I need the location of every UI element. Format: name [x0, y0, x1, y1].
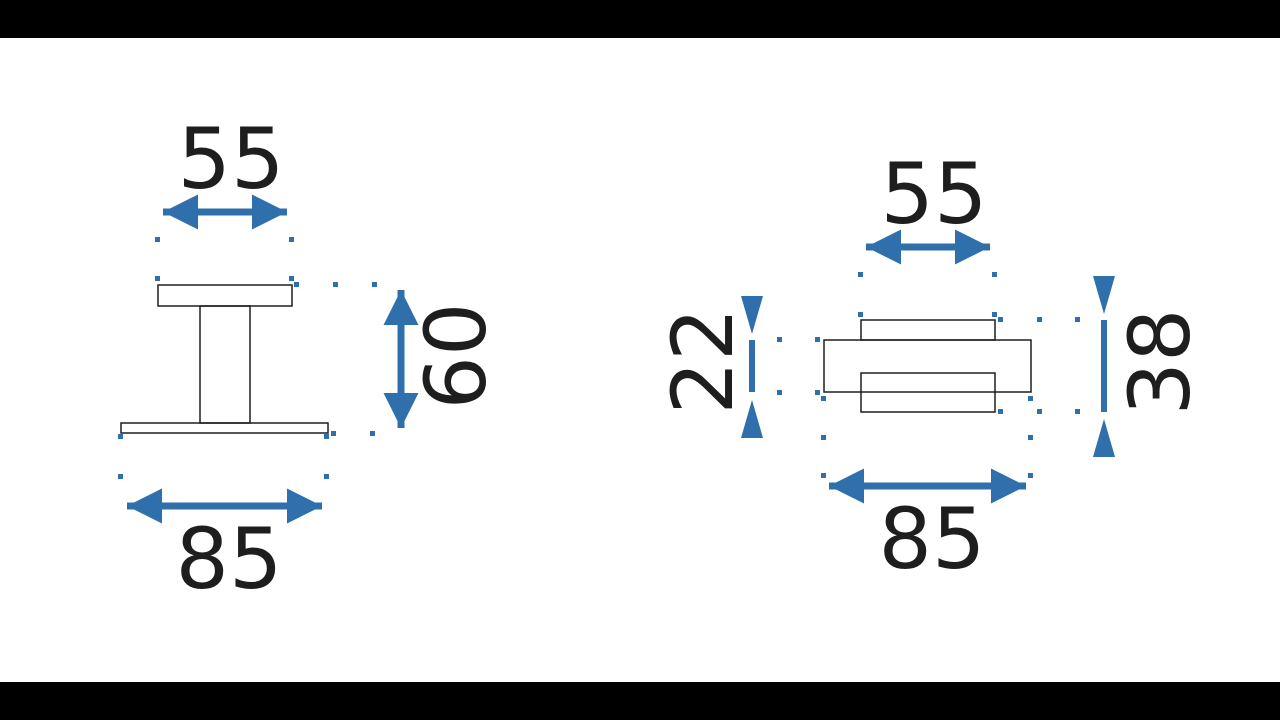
side-guide-dots — [777, 272, 1080, 478]
side-left-height-label: 22 — [654, 308, 752, 415]
bottom-frame-bar — [0, 682, 1280, 720]
top-frame-bar — [0, 0, 1280, 38]
front-base-width-label: 85 — [176, 510, 283, 608]
front-height-label: 60 — [407, 303, 505, 410]
side-view: 55 22 38 85 — [654, 145, 1209, 588]
front-top-width-label: 55 — [178, 110, 285, 208]
side-left-height-marker — [741, 296, 763, 438]
front-view: 55 60 85 — [118, 110, 505, 608]
side-hook-outline — [823, 319, 1032, 413]
side-top-width-label: 55 — [881, 145, 988, 243]
side-right-height-marker — [1093, 276, 1115, 457]
side-right-height-label: 38 — [1111, 309, 1209, 416]
side-base-width-label: 85 — [879, 490, 986, 588]
front-guide-dots — [118, 237, 377, 479]
front-hook-outline — [120, 284, 329, 434]
